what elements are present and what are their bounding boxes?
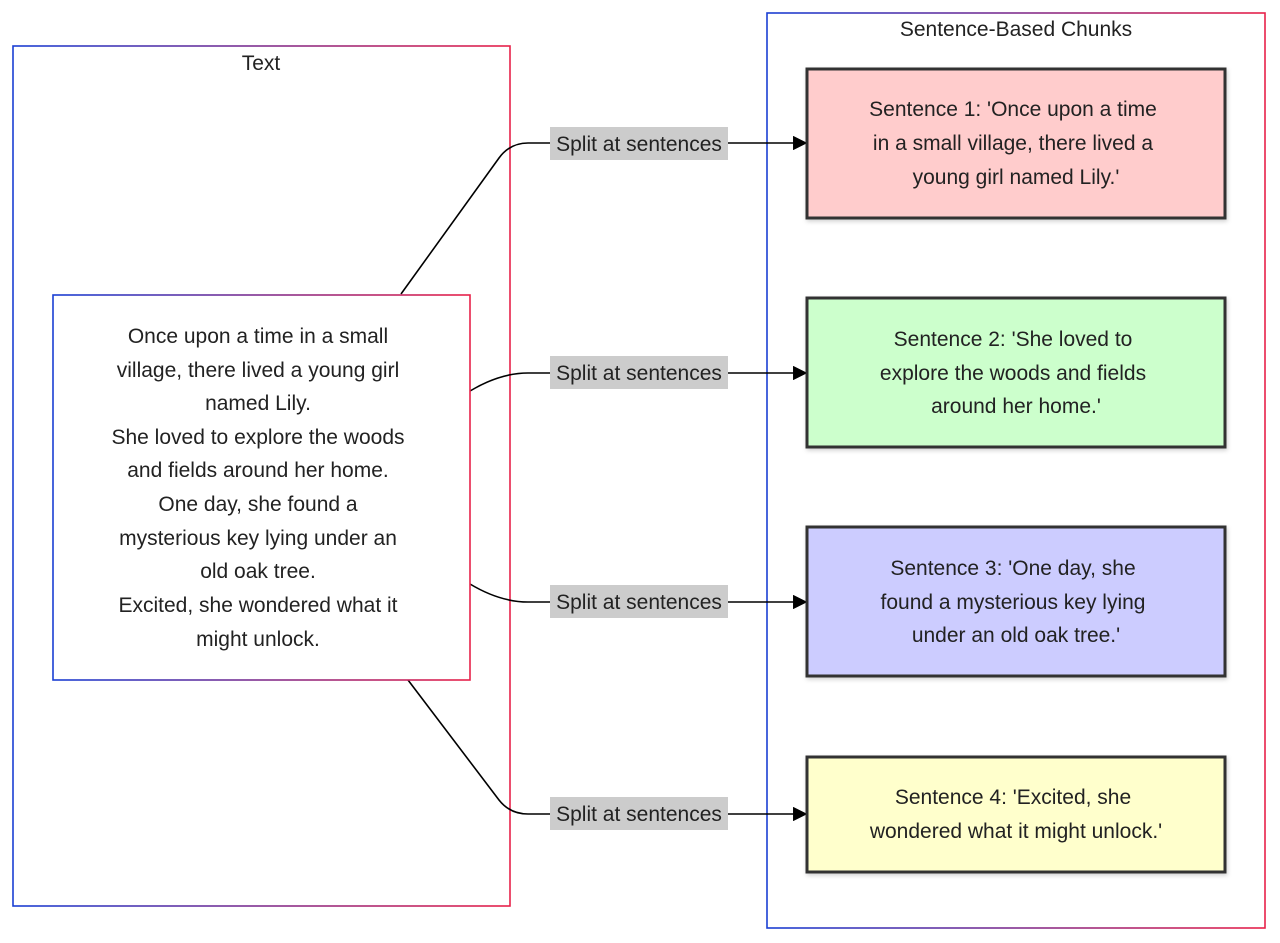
chunk-1-line-3: young girl named Lily.' bbox=[913, 166, 1120, 189]
chunk-node-2: Sentence 2: 'She loved to explore the wo… bbox=[805, 296, 1227, 449]
chunk-node-3: Sentence 3: 'One day, she found a myster… bbox=[805, 525, 1227, 678]
chunk-1-line-1: Sentence 1: 'Once upon a time bbox=[869, 98, 1157, 121]
chunk-2-line-2: explore the woods and fields bbox=[880, 362, 1146, 385]
source-line-5: and fields around her home. bbox=[127, 459, 389, 482]
chunk-4-line-2: wondered what it might unlock.' bbox=[869, 820, 1162, 843]
edge-label-3-text: Split at sentences bbox=[556, 591, 722, 614]
source-line-7: mysterious key lying under an bbox=[119, 527, 397, 550]
edge-labels: Split at sentences Split at sentences Sp… bbox=[550, 127, 728, 830]
edge-label-4: Split at sentences bbox=[550, 797, 728, 830]
chunk-3-box bbox=[805, 525, 1227, 678]
edge-label-4-text: Split at sentences bbox=[556, 803, 722, 826]
source-line-2: village, there lived a young girl bbox=[117, 359, 400, 382]
text-cluster-border bbox=[12, 45, 511, 907]
source-line-9: Excited, she wondered what it bbox=[119, 594, 398, 617]
edge-2 bbox=[469, 365, 808, 392]
chunk-3-line-3: under an old oak tree.' bbox=[912, 624, 1120, 647]
chunk-node-1: Sentence 1: 'Once upon a time in a small… bbox=[805, 67, 1227, 220]
text-cluster-title: Text bbox=[242, 52, 281, 75]
edge-3 bbox=[469, 583, 808, 610]
source-text-box bbox=[52, 294, 471, 681]
chunk-3-line-1: Sentence 3: 'One day, she bbox=[890, 557, 1135, 580]
chunk-3-line-2: found a mysterious key lying bbox=[881, 591, 1146, 614]
edge-label-3: Split at sentences bbox=[550, 585, 728, 618]
chunk-4-box bbox=[805, 755, 1227, 874]
source-line-1: Once upon a time in a small bbox=[128, 325, 388, 348]
chunk-2-line-3: around her home.' bbox=[931, 395, 1101, 418]
source-line-4: She loved to explore the woods bbox=[111, 426, 404, 449]
chunks-cluster: Sentence-Based Chunks bbox=[766, 12, 1266, 929]
edge-label-1: Split at sentences bbox=[550, 127, 728, 160]
chunk-1-box bbox=[805, 67, 1227, 220]
edge-1 bbox=[400, 135, 808, 295]
chunk-1-line-2: in a small village, there lived a bbox=[873, 132, 1153, 155]
edge-label-2-text: Split at sentences bbox=[556, 362, 722, 385]
chunks-cluster-border bbox=[766, 12, 1266, 929]
chunk-4-line-1: Sentence 4: 'Excited, she bbox=[895, 786, 1131, 809]
edges bbox=[400, 135, 808, 822]
chunk-2-line-1: Sentence 2: 'She loved to bbox=[894, 328, 1133, 351]
source-text-node: Once upon a time in a small village, the… bbox=[52, 294, 471, 681]
source-line-3: named Lily. bbox=[205, 392, 311, 415]
source-line-8: old oak tree. bbox=[200, 560, 316, 583]
source-line-10: might unlock. bbox=[196, 628, 320, 651]
source-line-6: One day, she found a bbox=[158, 493, 358, 516]
edge-label-1-text: Split at sentences bbox=[556, 133, 722, 156]
edge-label-2: Split at sentences bbox=[550, 356, 728, 389]
chunk-2-box bbox=[805, 296, 1227, 449]
chunks-cluster-title: Sentence-Based Chunks bbox=[900, 18, 1132, 41]
text-cluster: Text bbox=[12, 45, 511, 907]
edge-4 bbox=[407, 679, 808, 822]
chunk-node-4: Sentence 4: 'Excited, she wondered what … bbox=[805, 755, 1227, 874]
